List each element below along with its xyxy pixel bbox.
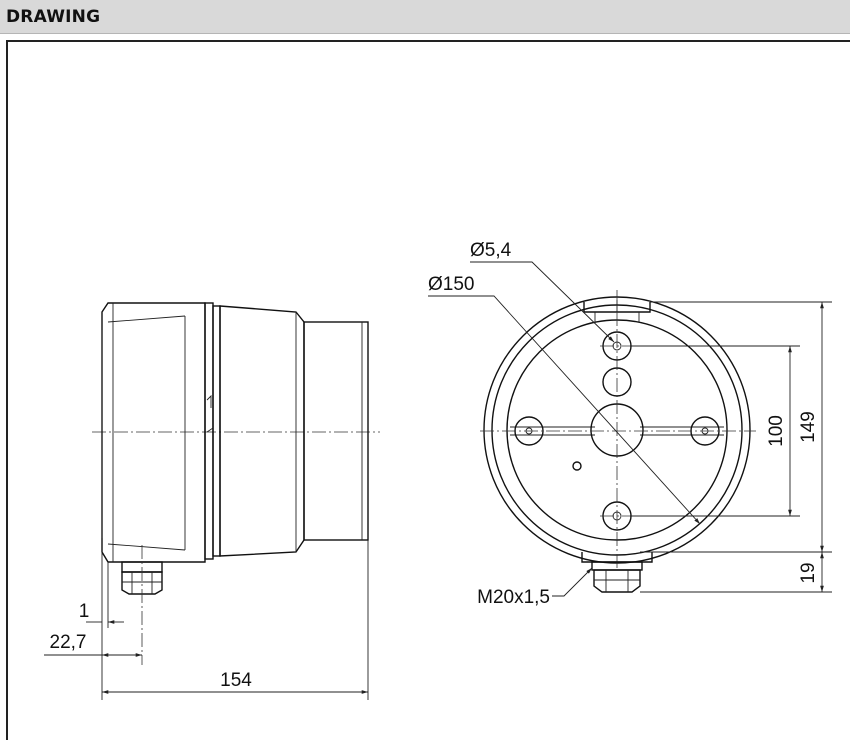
front-view: Ø5,4 Ø150 M20x1,5 100 149 19: [428, 240, 832, 608]
dim-gland-offset: 22,7: [50, 632, 87, 653]
side-flange-ring-2: [212, 305, 221, 557]
dim-gland-height: 19: [798, 562, 819, 583]
drawing-frame: [6, 40, 850, 740]
side-view: 1 22,7 154: [44, 302, 380, 700]
side-base: [101, 302, 206, 563]
dim-hole-spacing: 100: [766, 415, 787, 447]
front-small-hole: [572, 461, 582, 471]
side-dome-body: [219, 305, 305, 557]
dim-gland-thread: M20x1,5: [477, 587, 550, 608]
dim-overall-height: 149: [798, 411, 819, 443]
dim-overall-length: 154: [220, 670, 252, 691]
dim-body-diameter: Ø150: [428, 274, 474, 295]
dim-hole-diameter: Ø5,4: [470, 240, 512, 261]
dim-flange-offset: 1: [79, 601, 90, 622]
side-lens: [303, 321, 369, 541]
section-header: DRAWING: [0, 0, 850, 34]
front-cable-gland: [591, 561, 643, 593]
section-title: DRAWING: [6, 7, 101, 27]
